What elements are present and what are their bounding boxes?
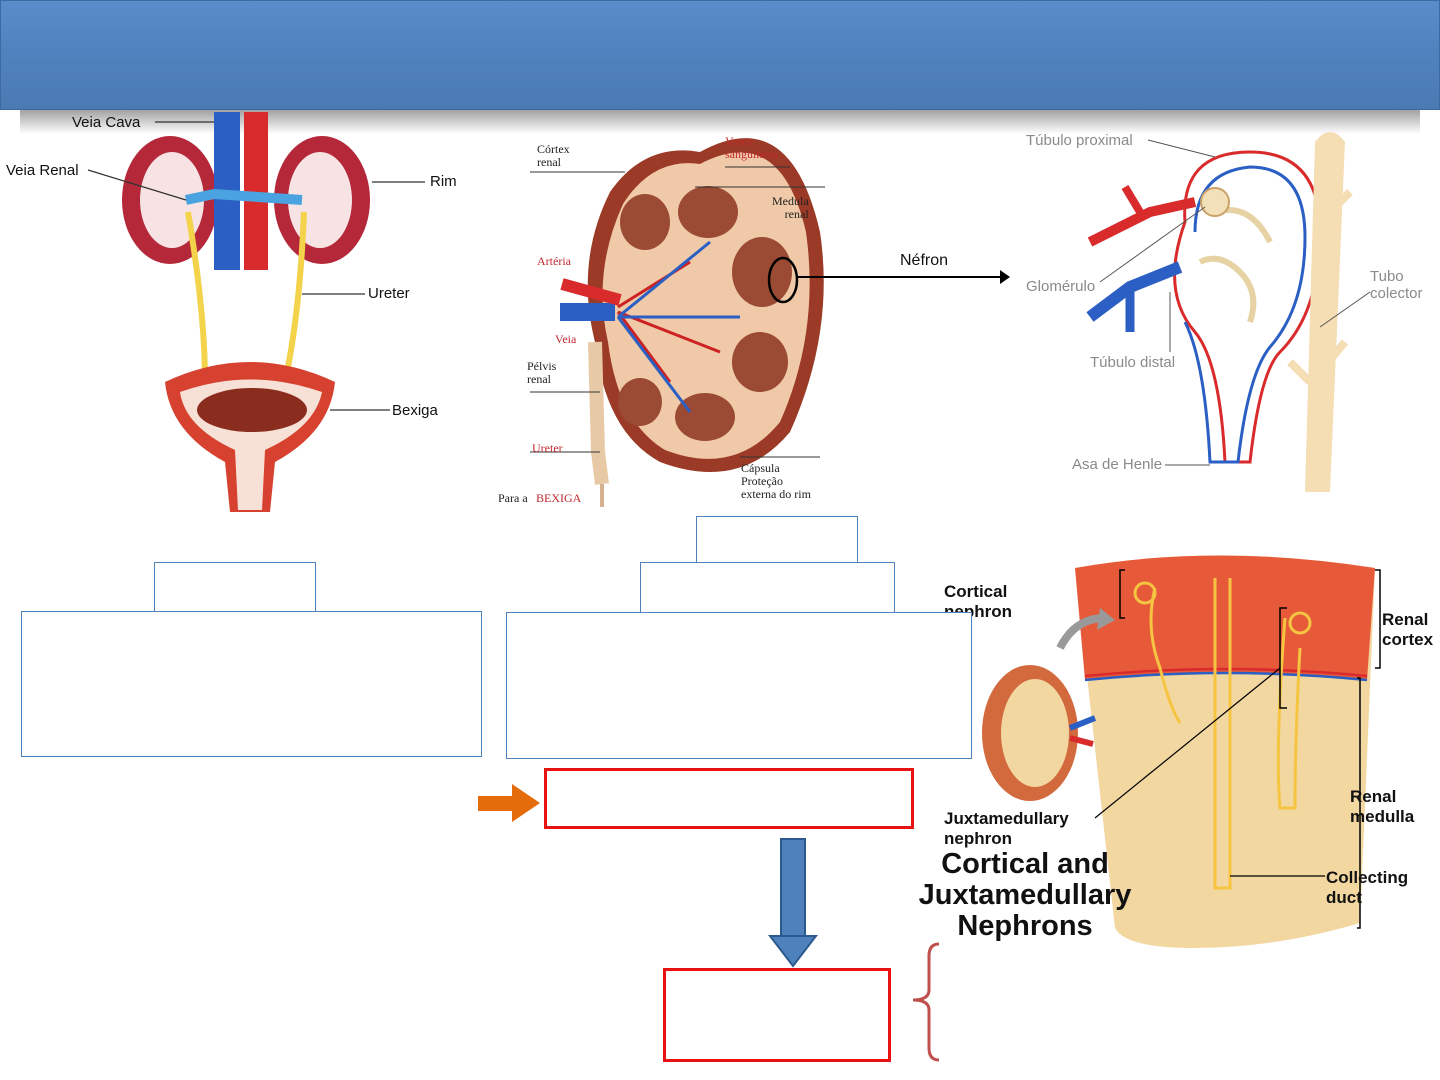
urinary-system-illustration xyxy=(87,112,425,512)
nephron-illustration xyxy=(1086,132,1371,492)
empty-label-box-left xyxy=(154,562,316,613)
label-cortical-nephron: Cortical nephron xyxy=(944,582,1012,621)
label-rim: Rim xyxy=(430,173,457,190)
label-para-a: Para a xyxy=(498,491,528,505)
curly-brace-icon xyxy=(912,942,940,1062)
label-collecting-duct: Collecting duct xyxy=(1326,868,1409,907)
label-veia-cava: Veia Cava xyxy=(72,114,141,131)
cortical-juxtamedullary-illustration xyxy=(982,555,1381,948)
label-veia: Veia xyxy=(555,332,577,346)
empty-label-box-center xyxy=(640,562,895,614)
label-asa-de-henle: Asa de Henle xyxy=(1072,456,1163,473)
empty-red-box-upper xyxy=(544,768,914,829)
label-bexiga: Bexiga xyxy=(392,402,438,419)
label-cortex-renal: Córtex renal xyxy=(537,142,570,169)
label-veia-renal: Veia Renal xyxy=(6,162,79,179)
kidney-cross-section-illustration xyxy=(530,138,1010,507)
label-ureter-kidney: Ureter xyxy=(532,441,563,455)
empty-text-box-center xyxy=(506,612,972,759)
label-ureter: Ureter xyxy=(368,285,410,302)
label-para-bexiga: BEXIGA xyxy=(536,491,582,505)
empty-red-box-lower xyxy=(663,968,891,1062)
empty-text-box-left xyxy=(21,611,482,757)
label-nefron: Néfron xyxy=(900,252,949,269)
label-tubo-colector: Tubo colector xyxy=(1370,268,1423,302)
orange-arrow-icon xyxy=(478,784,540,822)
label-tubulo-distal: Túbulo distal xyxy=(1090,354,1176,371)
label-capsula: Cápsula Proteção externa do rim xyxy=(741,461,811,501)
figure-caption: Cortical and Juxtamedullary Nephrons xyxy=(918,848,1132,942)
label-arteria: Artéria xyxy=(537,254,571,268)
label-renal-medulla: Renal medulla xyxy=(1350,787,1415,826)
title-banner xyxy=(0,0,1440,110)
label-medula-renal: Medula renal xyxy=(772,194,809,221)
label-tubulo-proximal: Túbulo proximal xyxy=(1026,132,1133,149)
label-glomerulo: Glomérulo xyxy=(1026,278,1096,295)
label-vasos-sanguineos: Vasos sanguíneos xyxy=(725,134,779,161)
label-pelvis-renal: Pélvis renal xyxy=(527,359,557,386)
label-juxtamedullary-nephron: Juxtamedullary nephron xyxy=(944,809,1069,848)
label-renal-cortex: Renal cortex xyxy=(1382,610,1434,649)
down-arrow-icon xyxy=(768,838,818,968)
